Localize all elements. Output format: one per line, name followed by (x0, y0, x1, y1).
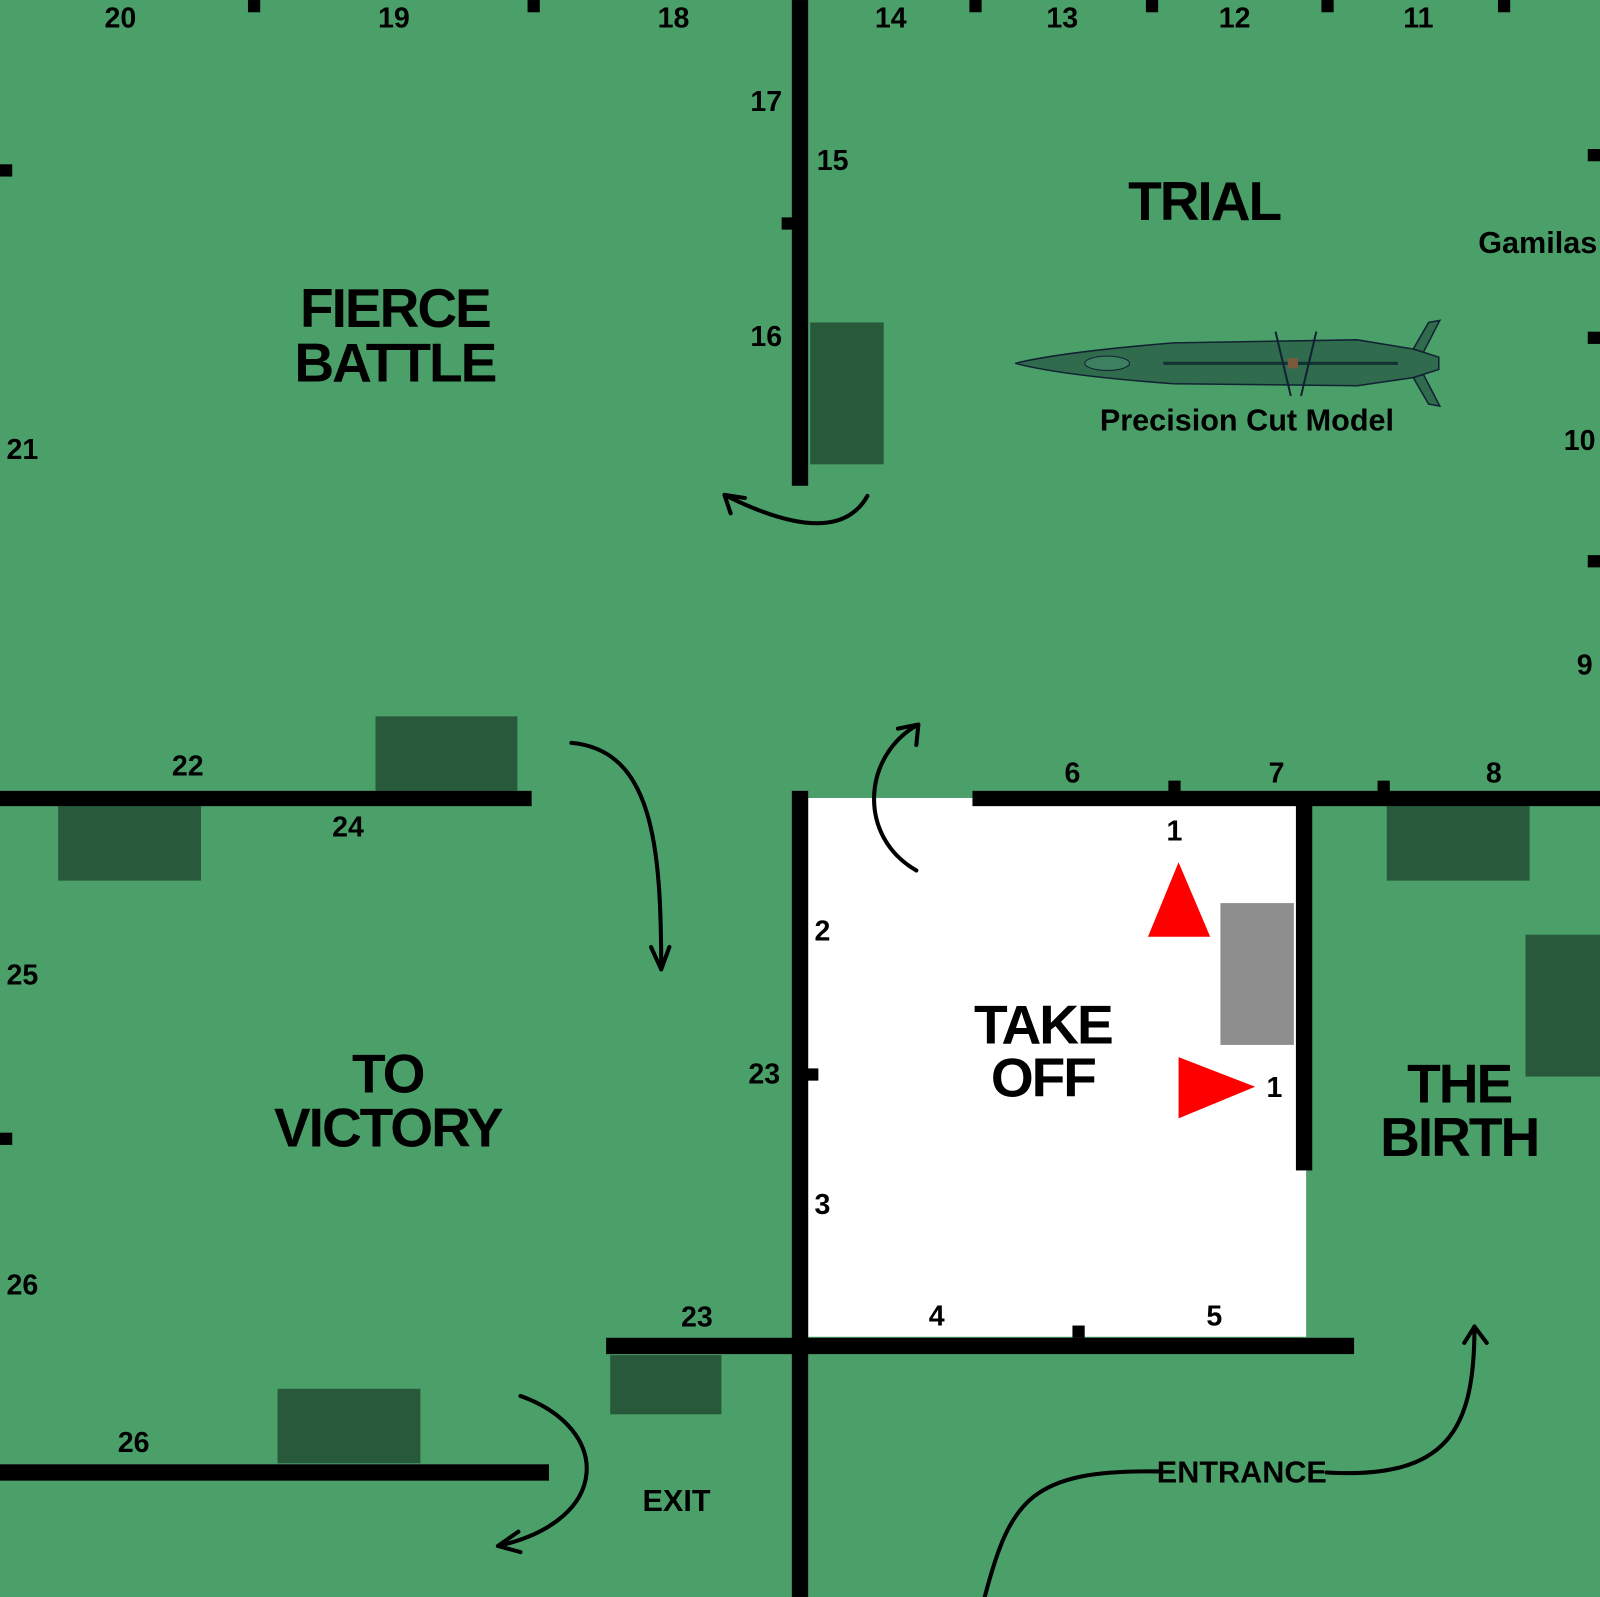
take-off-room-area (808, 797, 1307, 1337)
zone-label-trial: TRIAL (1128, 170, 1280, 232)
zone-label-fierce-battle: FIERCE (300, 277, 490, 339)
zone-label-to-victory: TO (352, 1043, 424, 1105)
position-number: 3 (815, 1189, 831, 1221)
gamilas-label: Gamilas (1478, 226, 1597, 260)
zone-label-the-birth: BIRTH (1380, 1106, 1538, 1168)
zone-label-to-victory: VICTORY (274, 1097, 503, 1159)
arrow (495, 1393, 589, 1555)
position-number: 9 (1577, 649, 1593, 681)
position-number: 12 (1219, 2, 1251, 34)
wall (1295, 797, 1313, 1171)
wall (791, 790, 809, 1597)
arrow (569, 740, 672, 972)
position-number: 11 (1403, 2, 1433, 34)
position-number: 5 (1206, 1300, 1222, 1332)
position-number: 4 (929, 1300, 945, 1332)
position-number: 23 (748, 1059, 780, 1091)
position-number: 17 (750, 86, 782, 118)
position-number: 7 (1269, 758, 1285, 790)
position-number: 24 (332, 812, 364, 844)
position-numbers: 20 19 18 14 13 12 11 17 15 16 21 10 9 22… (7, 2, 1596, 1458)
display-case (277, 1388, 421, 1464)
position-ticks (0, 0, 1600, 1338)
position-number: 23 (681, 1301, 713, 1333)
position-number: 16 (750, 321, 782, 353)
wall (972, 790, 1600, 807)
red-triangle-right-icon (1178, 1057, 1256, 1119)
position-number: 22 (172, 750, 204, 782)
position-number: 15 (817, 145, 849, 177)
zone-label-take-off: TAKE (974, 994, 1112, 1056)
position-number: 8 (1486, 758, 1502, 790)
display-case (375, 716, 518, 791)
exit-label: EXIT (643, 1484, 711, 1518)
display-case (610, 1355, 722, 1415)
wall (0, 790, 532, 807)
arrow (722, 492, 870, 526)
precision-cut-model-label: Precision Cut Model (1100, 403, 1394, 437)
position-number: 13 (1046, 2, 1078, 34)
position-number: 18 (658, 2, 690, 34)
position-number: 6 (1065, 758, 1081, 790)
position-number: 26 (7, 1270, 39, 1302)
display-case (58, 806, 202, 881)
display-case (1386, 806, 1530, 881)
position-number: 25 (7, 960, 39, 992)
position-number: 14 (875, 2, 907, 34)
zone-label-take-off: OFF (991, 1047, 1095, 1109)
gray-display-case (1220, 903, 1294, 1045)
position-number: 21 (7, 434, 39, 466)
flow-arrows (495, 492, 1489, 1597)
wall (791, 0, 809, 486)
red-triangle-up-icon (1147, 862, 1211, 937)
zone-label-the-birth: THE (1407, 1053, 1511, 1115)
position-number: 1 (1167, 816, 1183, 848)
arrow (872, 722, 921, 873)
position-number: 19 (378, 2, 410, 34)
position-number: 20 (105, 2, 137, 34)
zone-label-fierce-battle: BATTLE (294, 331, 495, 393)
wall (0, 1464, 549, 1481)
position-number: 10 (1564, 425, 1596, 457)
arrow (1324, 1324, 1489, 1476)
wall (606, 1337, 1355, 1355)
display-case (1525, 934, 1600, 1077)
display-case (810, 322, 884, 465)
display-cases (58, 322, 1600, 1464)
position-number: 2 (815, 916, 831, 948)
arrow (982, 1469, 1161, 1597)
position-number: 26 (118, 1427, 150, 1459)
position-number: 1 (1267, 1072, 1283, 1104)
entrance-label: ENTRANCE (1157, 1455, 1327, 1489)
battleship-model-icon (1015, 319, 1442, 408)
